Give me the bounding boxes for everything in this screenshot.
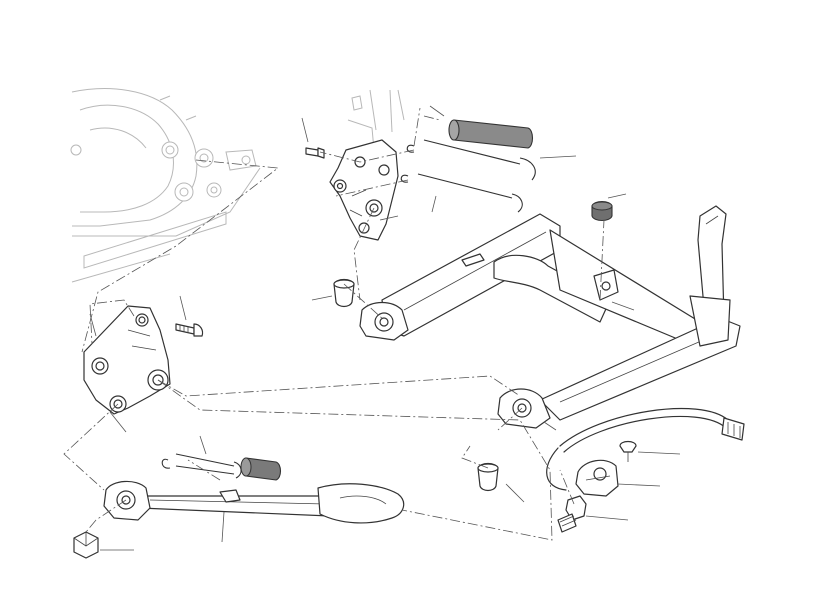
bracket-bolt — [175, 323, 204, 337]
assembly-center-lines — [63, 107, 605, 541]
side-stand-bracket — [83, 305, 171, 415]
center-stand-spring-lower — [400, 173, 523, 213]
engine-case-ghost — [70, 88, 261, 283]
side-stand — [103, 480, 405, 524]
center-stand-pedal — [689, 205, 731, 347]
side-stand-spring — [161, 453, 242, 479]
frame-bracket-ghost — [347, 89, 405, 151]
center-stand-spring-upper — [406, 139, 536, 181]
switch-screw — [619, 440, 637, 462]
leader-lines — [89, 105, 681, 551]
rubber-stopper — [591, 200, 613, 222]
side-stand-nut — [73, 531, 99, 559]
side-stand-switch — [546, 407, 745, 497]
upper-spring-sleeve — [448, 119, 534, 149]
pin-small — [305, 147, 325, 159]
side-stand-spring-sleeve — [240, 457, 282, 481]
pivot-bush-right — [477, 462, 499, 492]
center-stand — [359, 213, 741, 429]
switch-bolt — [557, 495, 587, 533]
pivot-bush-left — [333, 278, 355, 308]
